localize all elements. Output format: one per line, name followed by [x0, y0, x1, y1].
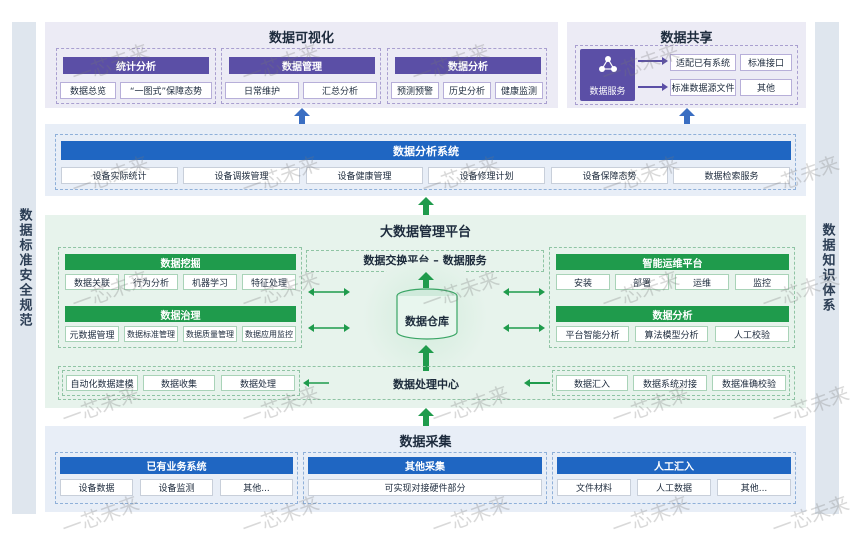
dataanalysis-item-platform: 平台智能分析 [556, 326, 629, 342]
arrow-up-bigdata [418, 408, 434, 428]
share-arrow-2 [638, 83, 668, 91]
visual-group-manage [221, 48, 381, 104]
collect-group-manual-bar: 人工汇入 [557, 457, 791, 474]
governance-bar: 数据治理 [65, 306, 296, 322]
visual-item-overview: 数据总览 [60, 82, 116, 99]
share-item-sourcefile: 标准数据源文件 [670, 79, 736, 96]
collect-item-manualdata: 人工数据 [637, 479, 711, 496]
collect-group-other [303, 452, 547, 504]
collect-group-existing [55, 452, 298, 504]
arrow-up-warehouse [418, 345, 434, 371]
exchange-title: 数据交换平台 – 数据服务 [363, 254, 487, 267]
collect-item-other1: 其他... [220, 479, 293, 496]
left-side-bar: 数据标准安全规范 [12, 22, 36, 514]
collect-group-manual [552, 452, 796, 504]
arrow-up-exchange [418, 272, 434, 288]
arrow-left-right-1 [308, 288, 350, 296]
share-item-other: 其他 [740, 79, 792, 96]
collect-item-hardware: 可实现对接硬件部分 [308, 479, 542, 496]
visualization-title: 数据可视化 [268, 31, 334, 46]
governance-item-quality: 数据质量管理 [183, 326, 237, 342]
analysis-item-transfer: 设备调拨管理 [183, 167, 300, 184]
arrow-left-right-4 [503, 324, 545, 332]
analysis-panel [45, 124, 806, 196]
right-side-label: 数据知识体系 [819, 223, 835, 313]
proc-item-modeling: 自动化数据建模 [66, 375, 138, 391]
share-group [575, 45, 798, 105]
share-title: 数据共享 [660, 31, 713, 46]
mining-item-feature: 特征处理 [242, 274, 296, 290]
share-network-icon [599, 56, 617, 72]
database-icon [396, 288, 458, 340]
analysis-item-stats: 设备实际统计 [61, 167, 178, 184]
arrow-to-center [524, 379, 550, 387]
share-arrow-1 [638, 57, 668, 65]
mining-item-assoc: 数据关联 [65, 274, 119, 290]
governance-item-monitor: 数据应用监控 [242, 326, 296, 342]
ops-item-monitor: 监控 [735, 274, 789, 290]
mining-item-ml: 机器学习 [183, 274, 237, 290]
visual-item-forecast: 预测预警 [391, 82, 439, 99]
right-side-bar: 数据知识体系 [815, 22, 839, 514]
analysis-bar: 数据分析系统 [61, 141, 791, 160]
visual-item-summary: 汇总分析 [303, 82, 377, 99]
mining-item-behavior: 行为分析 [124, 274, 178, 290]
visual-group-stats-bar: 统计分析 [63, 57, 209, 74]
processing-row [58, 366, 795, 400]
dataanalysis-item-algo: 算法模型分析 [635, 326, 708, 342]
share-service-label: 数据服务 [589, 87, 626, 97]
collect-group-other-bar: 其他采集 [308, 457, 542, 474]
share-item-interface: 标准接口 [740, 54, 792, 71]
dataanalysis-item-manual: 人工校验 [715, 326, 789, 342]
analysis-item-posture: 设备保障态势 [551, 167, 668, 184]
bigdata-title: 大数据管理平台 [379, 225, 471, 240]
bigdata-right-group [549, 247, 795, 348]
analysis-item-health: 设备健康管理 [306, 167, 423, 184]
visual-group-stats [56, 48, 216, 104]
arrow-left-right-2 [308, 324, 350, 332]
visual-group-analysis-bar: 数据分析 [395, 57, 541, 74]
arrow-up-analysis [418, 197, 434, 217]
proc-item-dock: 数据系统对接 [633, 375, 707, 391]
ops-bar: 智能运维平台 [556, 254, 789, 270]
proc-item-import: 数据汇入 [556, 375, 628, 391]
collect-item-files: 文件材料 [557, 479, 631, 496]
mining-bar: 数据挖掘 [65, 254, 296, 270]
share-item-adapt: 适配已有系统 [670, 54, 736, 71]
arrow-left-right-3 [503, 288, 545, 296]
proc-left-group [62, 370, 300, 396]
analysis-group [55, 134, 796, 190]
visual-item-health: 健康监测 [495, 82, 543, 99]
analysis-item-repair: 设备修理计划 [428, 167, 545, 184]
visual-item-yitushi: “一图式”保障态势 [120, 82, 212, 99]
governance-item-standard: 数据标准管理 [124, 326, 178, 342]
bigdata-left-group [58, 247, 302, 348]
collect-item-devmonitor: 设备监测 [140, 479, 213, 496]
ops-item-deploy: 部署 [615, 274, 669, 290]
proc-right-group [552, 370, 790, 396]
proc-item-verify: 数据准确校验 [712, 375, 786, 391]
arrow-to-proc-left [303, 379, 329, 387]
collect-title: 数据采集 [399, 435, 452, 450]
left-side-label: 数据标准安全规范 [16, 208, 32, 328]
processing-center-label: 数据处理中心 [393, 378, 459, 391]
proc-item-collect: 数据收集 [143, 375, 215, 391]
governance-item-meta: 元数据管理 [65, 326, 119, 342]
visual-item-daily: 日常维护 [225, 82, 299, 99]
proc-item-process: 数据处理 [221, 375, 295, 391]
arrow-up-share [679, 108, 695, 128]
ops-item-install: 安装 [556, 274, 610, 290]
analysis-item-search: 数据检索服务 [673, 167, 790, 184]
collect-item-other3: 其他... [717, 479, 791, 496]
ops-item-maintain: 运维 [675, 274, 729, 290]
visual-group-analysis [387, 48, 547, 104]
visual-item-history: 历史分析 [443, 82, 491, 99]
collect-group-existing-bar: 已有业务系统 [60, 457, 293, 474]
dataanalysis-bar: 数据分析 [556, 306, 789, 322]
arrow-up-visual [294, 108, 310, 128]
visual-group-manage-bar: 数据管理 [229, 57, 375, 74]
warehouse-label: 数据仓库 [405, 315, 449, 328]
collect-item-devdata: 设备数据 [60, 479, 133, 496]
